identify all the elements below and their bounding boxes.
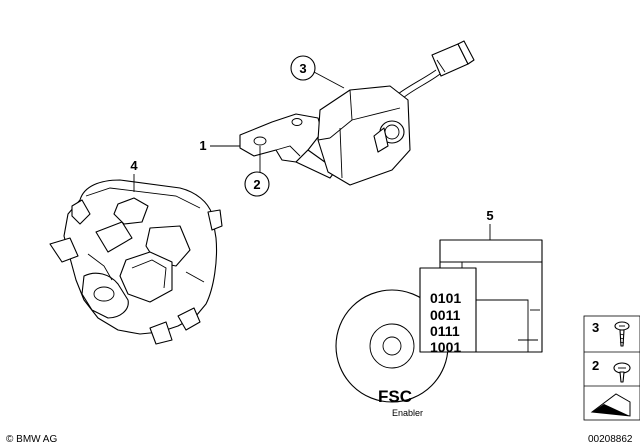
disc-label: FSC [378,387,412,406]
callout-1[interactable]: 1 [199,138,240,153]
disc-sublabel: Enabler [392,408,423,418]
callout-3-label: 3 [299,61,306,76]
screw-icon [614,321,630,347]
screw-icon [613,362,631,383]
callout-2[interactable]: 2 [244,146,270,197]
callout-3[interactable]: 3 [290,55,345,89]
legend-label-3: 3 [592,320,599,335]
callout-1-label: 1 [199,138,206,153]
control-unit-assembly[interactable] [239,40,475,186]
binary-line-3: 0111 [430,323,460,339]
callout-5[interactable]: 5 [486,208,494,240]
fastener-legend: 3 2 [583,315,640,421]
callout-5-label: 5 [486,208,493,223]
image-number: 00208862 [588,434,633,445]
copyright-text: © BMW AG [6,434,57,445]
binary-line-4: 1001 [430,339,461,355]
handlebar-switch-unit[interactable] [49,179,223,345]
callout-4-label: 4 [130,158,138,173]
control-unit-housing [317,85,411,186]
binary-line-1: 0101 [430,290,461,306]
callout-2-label: 2 [253,177,260,192]
code-sheet [419,267,477,353]
connector-plug [397,40,475,99]
wedge-arrow-icon [590,393,631,417]
binary-line-2: 0011 [430,307,461,323]
callout-4[interactable]: 4 [130,158,138,192]
software-package[interactable]: 0101 0011 0111 1001 FSC Enabler [335,239,543,418]
mounting-bracket [239,113,337,179]
legend-label-2: 2 [592,358,599,373]
